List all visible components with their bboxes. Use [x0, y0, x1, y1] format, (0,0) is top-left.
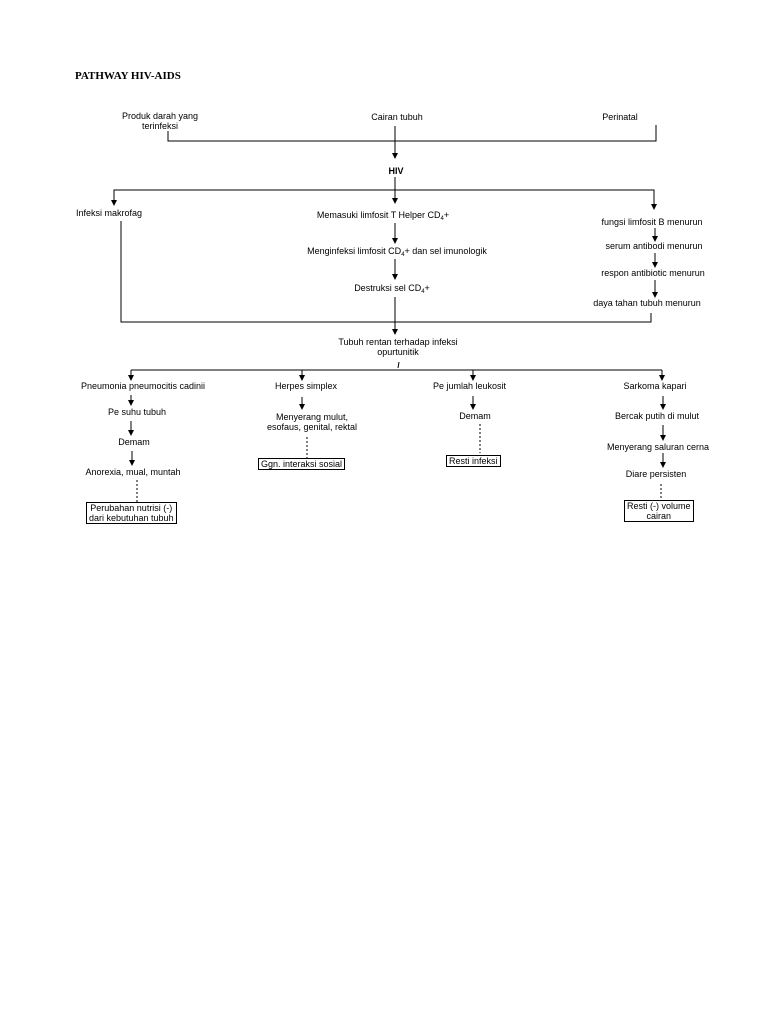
col2-step-1: Menyerang mulut, esofaus, genital, rekta…: [267, 412, 357, 432]
col2-step-1-line1: Menyerang mulut,: [275, 412, 349, 422]
center-step-3-text: Destruksi sel CD: [354, 283, 422, 293]
col4-step-2: Menyerang saluran cerna: [606, 442, 710, 452]
center-step-2-suffix: + dan sel imunologik: [404, 246, 487, 256]
page-title: PATHWAY HIV-AIDS: [75, 70, 181, 82]
source-body-fluid: Cairan tubuh: [371, 112, 423, 122]
source-blood-products-line1: Produk darah yang: [121, 111, 199, 121]
col1-diagnosis-line1: Perubahan nutrisi (-): [90, 503, 173, 513]
col3-step-1: Demam: [459, 411, 491, 421]
right-step-4: daya tahan tubuh menurun: [593, 298, 701, 308]
merge-left-line: [120, 221, 395, 323]
col4-step-3: Diare persisten: [625, 469, 687, 479]
merge-node: Tubuh rentan terhadap infeksi opurtuniti…: [338, 337, 457, 357]
merge-tick: [397, 361, 400, 369]
source-blood-products: Produk darah yang terinfeksi: [122, 111, 198, 131]
col3-head: Pe jumlah leukosit: [433, 381, 507, 391]
center-step-1: Memasuki limfosit T Helper CD4+: [316, 210, 450, 222]
merge-node-line1: Tubuh rentan terhadap infeksi: [338, 337, 458, 347]
col4-diagnosis-box: Resti (-) volume cairan: [624, 500, 694, 522]
center-step-1-text: Memasuki limfosit T Helper CD: [316, 210, 441, 220]
source-bracket-line: [167, 125, 657, 142]
right-step-1: fungsi limfosit B menurun: [601, 217, 703, 227]
col1-diagnosis-line2: dari kebutuhan tubuh: [89, 513, 174, 523]
makrofag-infection: Infeksi makrofag: [76, 208, 143, 218]
center-step-1-sub: 4: [440, 216, 444, 222]
col2-step-1-line2: esofaus, genital, rektal: [266, 422, 358, 432]
right-step-3: respon antibiotic menurun: [601, 268, 705, 278]
col2-diagnosis-box: Ggn. interaksi sosial: [258, 458, 346, 470]
merge-node-line2: opurtunitik: [377, 347, 419, 357]
col1-head: Pneumonia pneumocitis cadinii: [80, 381, 206, 391]
col2-head: Herpes simplex: [274, 381, 338, 391]
col1-step-3: Anorexia, mual, muntah: [85, 467, 181, 477]
center-step-3-suffix: +: [424, 283, 430, 293]
center-step-1-suffix: +: [443, 210, 450, 220]
col4-diagnosis-line2: cairan: [646, 511, 672, 521]
source-blood-products-line2: terinfeksi: [141, 121, 178, 131]
right-step-2: serum antibodi menurun: [605, 241, 703, 251]
center-step-2: Menginfeksi limfosit CD4+ dan sel imunol…: [307, 246, 487, 258]
center-step-2-sub: 4: [401, 252, 405, 258]
col1-step-1: Pe suhu tubuh: [107, 407, 167, 417]
col1-diagnosis-box: Perubahan nutrisi (-) dari kebutuhan tub…: [86, 502, 177, 524]
hiv-node: HIV: [388, 166, 404, 176]
col4-head: Sarkoma kapari: [623, 381, 687, 391]
source-perinatal: Perinatal: [602, 112, 638, 122]
col4-diagnosis-line1: Resti (-) volume: [627, 501, 691, 511]
center-step-2-text: Menginfeksi limfosit CD: [307, 246, 402, 256]
hiv-split-line: [113, 189, 655, 205]
col4-step-1: Bercak putih di mulut: [614, 411, 700, 421]
col3-diagnosis-box: Resti infeksi: [446, 455, 501, 467]
center-step-3: Destruksi sel CD4+: [354, 283, 430, 295]
center-step-3-sub: 4: [421, 289, 425, 295]
merge-right-line: [395, 313, 652, 323]
col1-step-2: Demam: [118, 437, 150, 447]
